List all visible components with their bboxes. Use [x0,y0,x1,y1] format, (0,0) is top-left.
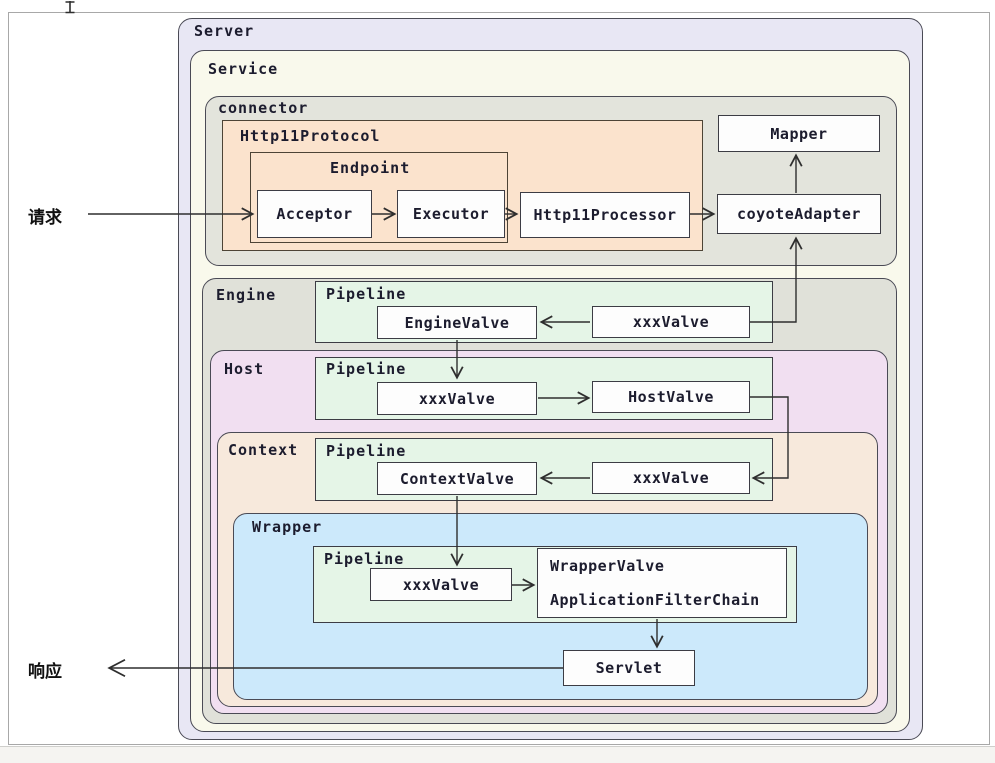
host-pipeline-label: Pipeline [326,360,407,378]
wrapper-xxx-valve-node: xxxValve [370,568,512,601]
response-label: 响应 [28,662,62,681]
http11processor-node: Http11Processor [520,192,690,238]
http11processor-label: Http11Processor [533,206,677,224]
endpoint-label: Endpoint [330,159,411,177]
context-valve-node: ContextValve [377,462,537,495]
engine-label: Engine [216,286,277,304]
wrapper-pipeline-label: Pipeline [324,550,405,568]
host-label: Host [224,360,265,378]
context-xxx-valve-label: xxxValve [632,469,710,487]
acceptor-node: Acceptor [257,190,372,238]
coyote-adapter-node: coyoteAdapter [717,194,881,234]
mapper-node: Mapper [718,115,880,152]
acceptor-label: Acceptor [276,205,353,223]
engine-valve-node: EngineValve [377,306,537,339]
engine-xxx-valve-node: xxxValve [592,306,750,338]
wrapper-label: Wrapper [252,518,323,536]
engine-valve-label: EngineValve [404,313,510,332]
servlet-label: Servlet [595,659,663,677]
wrapper-valve-label: WrapperValve [550,557,665,575]
engine-pipeline-label: Pipeline [326,285,407,303]
host-valve-label: HostValve [628,388,714,406]
context-pipeline-label: Pipeline [326,442,407,460]
context-xxx-valve-node: xxxValve [592,462,750,494]
wrapper-xxx-valve-label: xxxValve [402,575,480,594]
wrapper-valve-node: WrapperValve ApplicationFilterChain [537,548,787,618]
connector-label: connector [218,99,309,117]
host-xxx-valve-node: xxxValve [377,382,537,415]
context-label: Context [228,441,299,459]
coyote-adapter-label: coyoteAdapter [737,205,861,223]
http11protocol-label: Http11Protocol [240,127,381,145]
bottom-strip [0,746,995,763]
executor-node: Executor [397,190,505,238]
engine-xxx-valve-label: xxxValve [632,313,710,331]
servlet-node: Servlet [563,650,695,686]
mapper-label: Mapper [770,124,828,143]
context-valve-label: ContextValve [399,469,515,488]
executor-label: Executor [412,205,490,223]
host-xxx-valve-label: xxxValve [418,389,496,408]
host-valve-node: HostValve [592,381,750,413]
server-label: Server [194,22,255,40]
request-label: 请求 [28,208,62,227]
service-label: Service [208,60,279,78]
application-filter-chain-label: ApplicationFilterChain [550,591,760,609]
